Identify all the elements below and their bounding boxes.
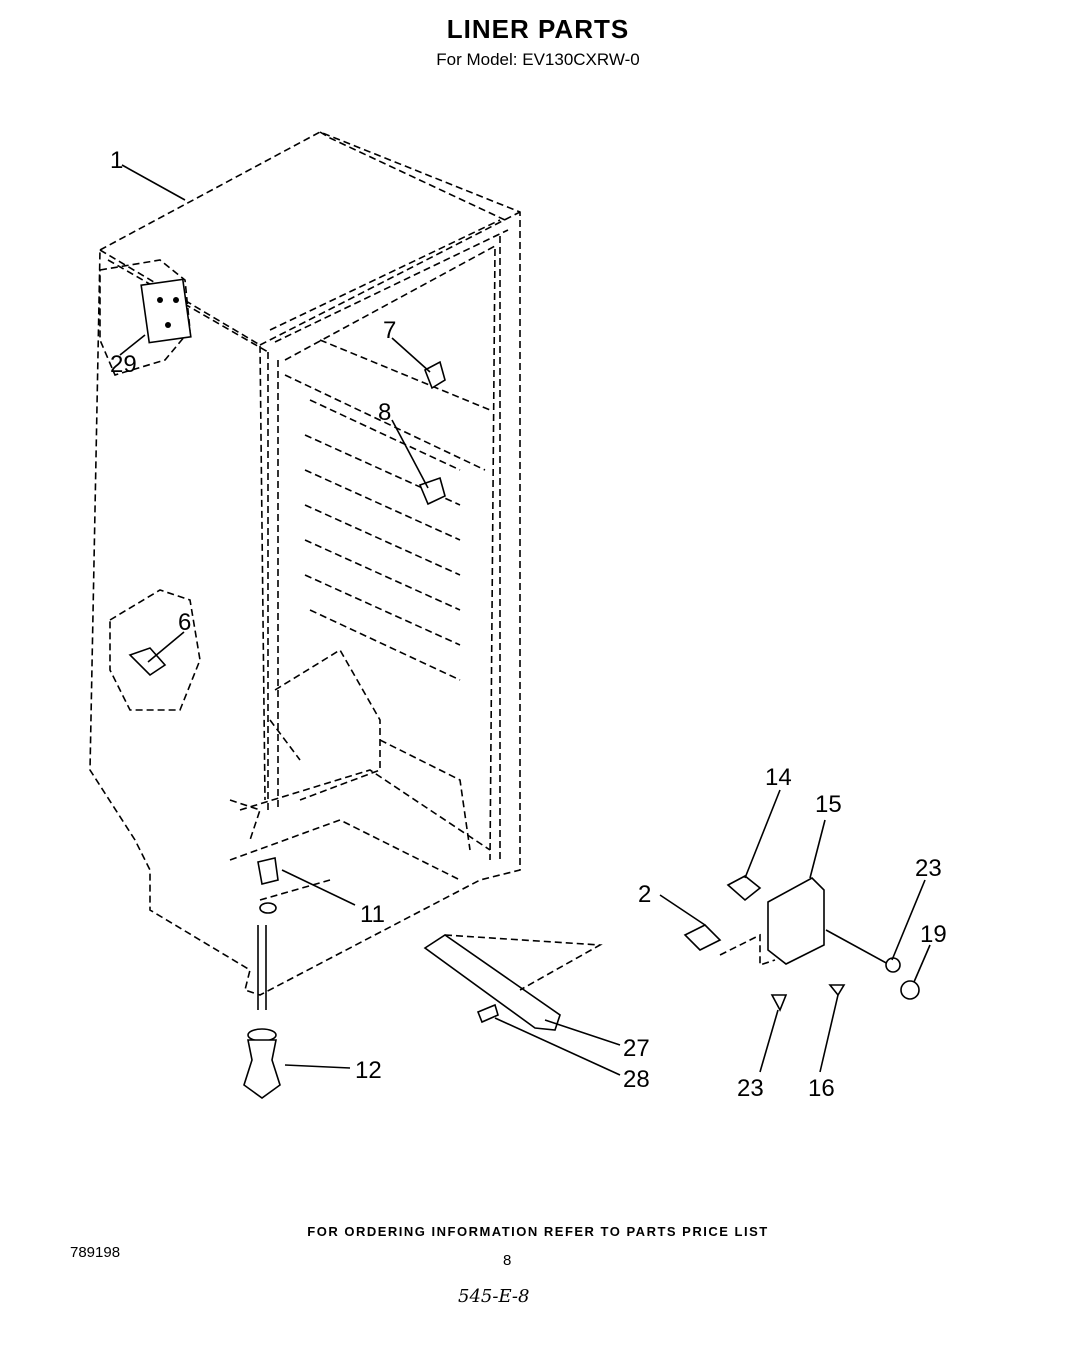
callout-23-bottom: 23 — [737, 1075, 764, 1102]
callout-8: 8 — [378, 399, 391, 426]
callout-15: 15 — [815, 791, 842, 818]
ordering-note: FOR ORDERING INFORMATION REFER TO PARTS … — [307, 1224, 769, 1239]
part-8-bracket — [418, 476, 446, 506]
callout-19: 19 — [920, 921, 947, 948]
callout-29: 29 — [110, 351, 137, 378]
part-7-bracket — [423, 360, 446, 390]
callout-28: 28 — [623, 1066, 650, 1093]
handwritten-note: 545-E-8 — [458, 1286, 530, 1307]
callout-6: 6 — [178, 609, 191, 636]
callout-23-right: 23 — [915, 855, 942, 882]
page-number: 8 — [503, 1252, 512, 1269]
model-subtitle: For Model: EV130CXRW-0 — [436, 50, 640, 69]
callout-1: 1 — [110, 147, 123, 174]
part-28-screw — [476, 1003, 499, 1024]
inset-detail-29 — [99, 259, 192, 376]
callout-11: 11 — [360, 901, 385, 928]
part-27-bracket — [423, 934, 603, 1031]
callout-12: 12 — [355, 1057, 382, 1084]
callout-14: 14 — [765, 764, 792, 791]
part-12-leveling-leg — [243, 1028, 281, 1099]
callout-16: 16 — [808, 1075, 835, 1102]
lower-compartment — [229, 648, 491, 901]
inset-detail-6 — [109, 589, 201, 711]
cabinet-shell — [89, 131, 521, 996]
callout-7: 7 — [383, 317, 396, 344]
document-number: 789198 — [70, 1244, 121, 1261]
page-title: LINER PARTS — [446, 14, 630, 44]
control-box-assembly — [683, 875, 920, 1012]
part-11-roller — [257, 857, 279, 1010]
callout-27: 27 — [623, 1035, 650, 1062]
callout-2: 2 — [638, 881, 651, 908]
liner-shelves — [284, 339, 491, 681]
leader-lines — [119, 164, 931, 1076]
